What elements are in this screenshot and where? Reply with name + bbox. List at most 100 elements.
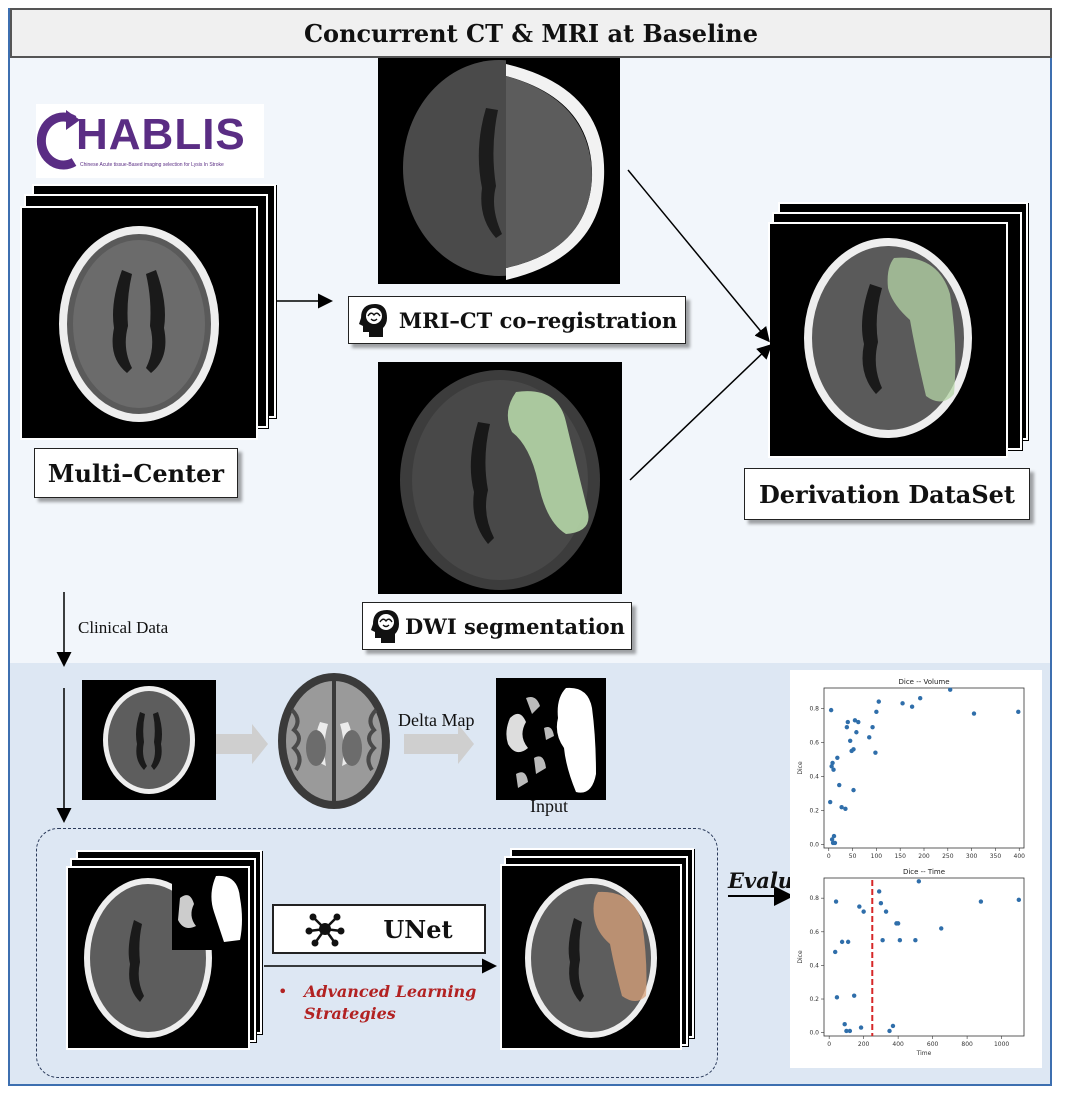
data-point	[834, 995, 840, 1000]
y-tick-label: 0.6	[809, 929, 819, 936]
plots-panel	[790, 670, 1042, 1068]
data-point	[845, 719, 851, 725]
arrow-dwi-to-derivation	[629, 343, 773, 481]
data-point	[909, 704, 915, 709]
derivation-text: Derivation DataSet	[758, 479, 1016, 509]
data-point	[878, 901, 884, 906]
data-point	[837, 782, 842, 788]
prediction-image	[525, 878, 657, 1038]
dwi-image	[400, 370, 600, 590]
data-point	[1016, 897, 1022, 903]
data-point	[947, 687, 953, 692]
gray-arrow-to-atlas	[204, 724, 268, 764]
chablis-logo: HABLIS Chinese Acute tissue-Based imagin…	[36, 104, 264, 178]
data-point	[851, 993, 857, 998]
dwi-scan	[378, 362, 622, 594]
data-point	[828, 707, 834, 713]
data-point	[839, 939, 845, 945]
data-point	[844, 1028, 849, 1034]
strategies-line1: Advanced Learning	[304, 982, 477, 1001]
data-point	[827, 799, 833, 805]
data-point	[851, 747, 856, 752]
y-tick-label: 0.6	[809, 739, 819, 746]
logo-text: HABLIS	[76, 110, 246, 159]
data-point	[847, 738, 853, 743]
coregistration-text: MRI–CT co–registration	[398, 307, 678, 333]
x-tick-label: 400	[892, 1041, 904, 1048]
data-point	[874, 709, 879, 715]
data-point	[890, 1023, 896, 1029]
y-tick-label: 0.4	[809, 774, 819, 781]
chart-title: Dice -- Volume	[898, 678, 949, 686]
y-tick-label: 0.8	[809, 895, 819, 902]
y-tick-label: 0.8	[809, 705, 819, 712]
train-input-scan	[66, 866, 250, 1050]
data-point	[873, 750, 878, 755]
data-point	[847, 1028, 853, 1034]
y-axis-label: Dice	[797, 761, 804, 775]
x-tick-label: 1000	[994, 1041, 1009, 1048]
data-point	[829, 764, 834, 769]
data-point	[916, 879, 922, 884]
y-tick-label: 0.0	[809, 1030, 819, 1037]
multi-center-ct-scan	[20, 206, 258, 440]
data-point	[833, 899, 839, 904]
baseline-ct-image	[103, 686, 195, 794]
baseline-ct-small	[82, 680, 216, 800]
arrow-coreg-to-derivation	[627, 169, 770, 343]
unet-text: UNet	[383, 914, 453, 944]
y-axis-label: Dice	[797, 950, 804, 964]
x-tick-label: 0	[827, 1041, 831, 1048]
train-input-image	[84, 870, 248, 1038]
delta-map-input	[496, 678, 606, 800]
strategies-line2: Strategies	[304, 1004, 396, 1023]
dwi-label: DWI segmentation	[362, 602, 632, 650]
data-point	[971, 711, 977, 716]
logo-tagline: Chinese Acute tissue-Based imaging selec…	[80, 162, 224, 168]
ct-brain-image	[59, 226, 219, 422]
data-point	[913, 937, 918, 943]
y-tick-label: 0.2	[809, 808, 819, 815]
coregistration-image	[403, 58, 620, 284]
data-point	[857, 904, 862, 909]
strategies-bullet: •	[278, 982, 288, 1001]
data-point	[883, 909, 889, 914]
chart-title: Dice -- Time	[903, 868, 945, 876]
data-point	[843, 806, 848, 812]
bottom-flow-arrows	[56, 688, 794, 974]
data-point	[887, 1028, 892, 1034]
plot-area	[823, 687, 1025, 849]
y-tick-label: 0.4	[809, 962, 819, 969]
x-axis-label: Time	[916, 1050, 932, 1057]
derivation-scan	[768, 222, 1008, 458]
x-tick-label: 200	[918, 853, 930, 860]
data-point	[844, 724, 850, 730]
data-point	[831, 833, 837, 839]
x-tick-label: 200	[858, 1041, 870, 1048]
top-flow-arrows	[56, 169, 773, 667]
data-point	[856, 719, 861, 725]
delta-map-image	[506, 687, 596, 793]
data-point	[854, 730, 859, 735]
figure-title: Concurrent CT & MRI at Baseline	[10, 8, 1052, 58]
x-tick-label: 300	[966, 853, 978, 860]
x-tick-label: 100	[871, 853, 883, 860]
brain-head-icon	[371, 610, 400, 643]
input-label: Input	[530, 796, 568, 816]
data-point	[845, 939, 851, 945]
brain-atlas-image	[278, 673, 390, 809]
data-point	[897, 937, 903, 943]
data-point	[917, 696, 923, 701]
multi-center-label: Multi–Center	[34, 448, 238, 498]
derivation-image	[804, 238, 972, 438]
brain-head-icon	[358, 304, 387, 337]
data-point	[832, 840, 838, 846]
x-tick-label: 400	[1014, 853, 1026, 860]
data-point	[851, 787, 856, 793]
data-point	[876, 699, 881, 704]
x-tick-label: 800	[961, 1041, 973, 1048]
data-point	[870, 724, 875, 730]
unet-label: UNet	[272, 904, 486, 954]
data-point	[861, 909, 866, 914]
